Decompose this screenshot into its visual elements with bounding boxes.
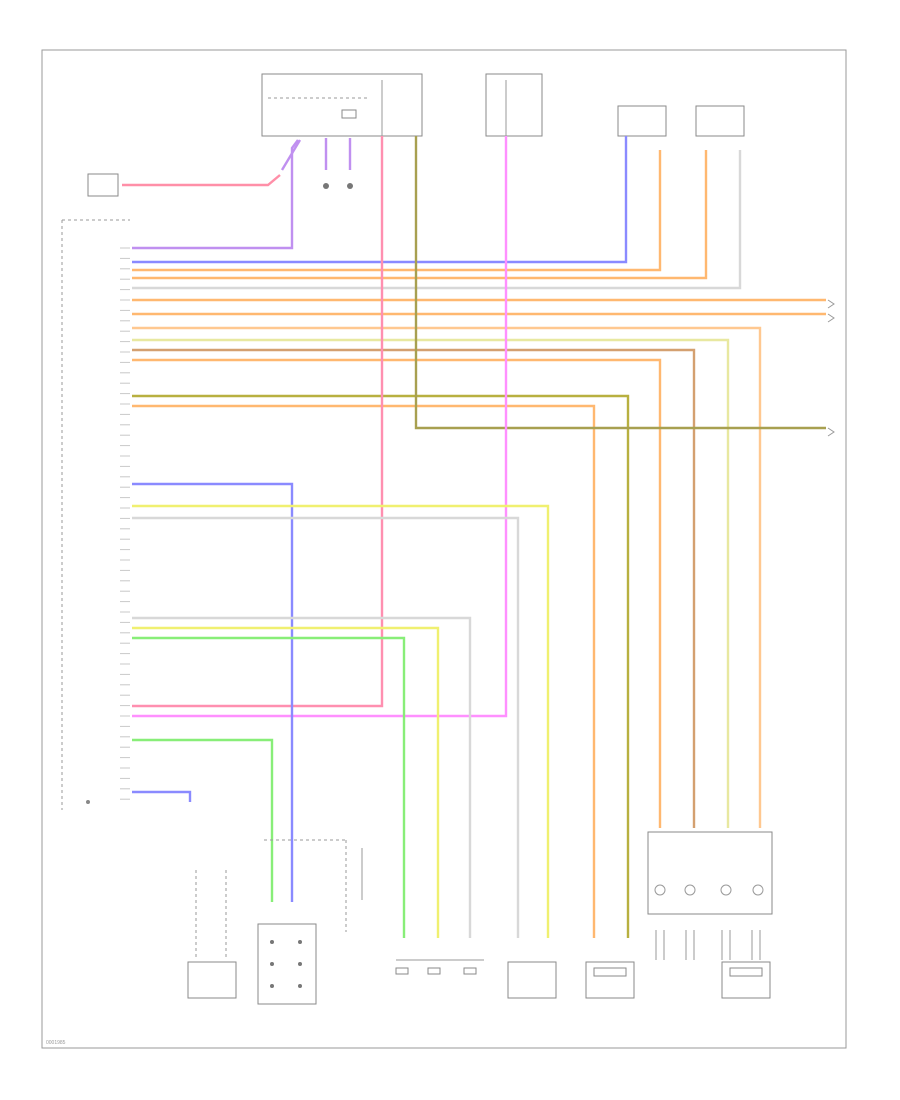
- wire-green-1: [132, 636, 406, 938]
- wire-grey-3: [132, 616, 472, 938]
- wire-grey-1: [132, 150, 742, 290]
- bottom-comp-curtain-left: [585, 961, 635, 999]
- bottom-comp-driver-airbag: [187, 870, 237, 999]
- wire-magenta-vertical: [132, 136, 508, 718]
- stub-wires-top: [280, 138, 353, 189]
- wire-orange-5: [132, 326, 762, 828]
- wire-green-2: [132, 738, 274, 902]
- airbag-control-module: [61, 173, 130, 810]
- diagram-id: 0001985: [46, 1040, 66, 1046]
- wire-blue-3: [132, 790, 192, 802]
- wire-yellow-1: [132, 338, 730, 828]
- ground-icon: [86, 800, 90, 804]
- wire-orange-1: [132, 150, 662, 272]
- bottom-comp-squib-group: [647, 831, 773, 960]
- wire-blue-2: [132, 482, 294, 902]
- module-pin-column: [120, 247, 130, 800]
- wire-yellow-2: [132, 504, 550, 938]
- top-component-left: [261, 73, 423, 137]
- wire-olive-1: [132, 394, 630, 938]
- top-component-seatbelt-right: [695, 105, 745, 137]
- top-component-middle: [485, 73, 543, 137]
- wire-olive-2: [414, 136, 826, 430]
- top-component-seatbelt-left: [617, 105, 667, 137]
- bottom-comp-curtain-right: [721, 961, 771, 999]
- wire-pink-top: [122, 174, 281, 187]
- wire-brown-1: [132, 348, 696, 828]
- wire-orange-2: [132, 150, 708, 280]
- wire-pink-vertical: [132, 136, 384, 708]
- wire-purple-1: [132, 139, 299, 250]
- bottom-comp-passenger-airbag: [507, 961, 557, 999]
- wire-yellow-3: [132, 626, 440, 938]
- diagram-border: [41, 49, 847, 1049]
- wire-blue-1: [132, 136, 628, 264]
- right-edge-arrows: [827, 299, 835, 437]
- bottom-comp-seat-module: [257, 839, 363, 1005]
- wire-grey-2: [132, 516, 520, 938]
- wire-orange-7: [132, 404, 596, 938]
- wire-orange-6: [132, 358, 662, 828]
- bottom-comp-passenger-presence: [395, 959, 484, 975]
